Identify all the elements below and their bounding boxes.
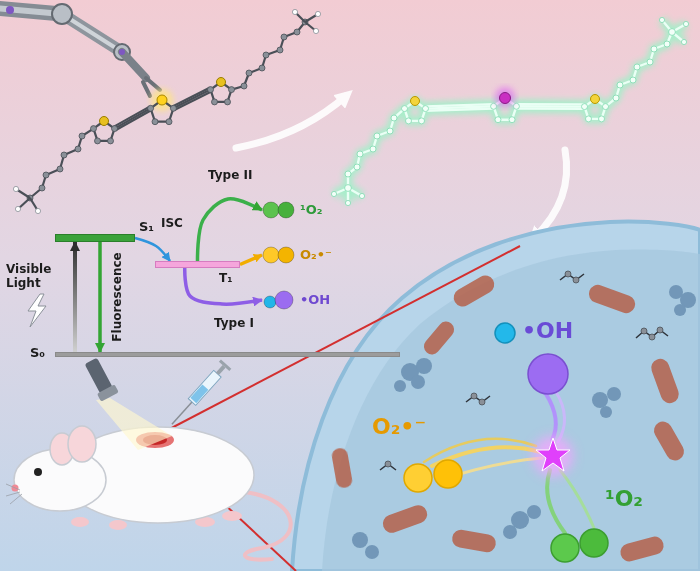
ball: [278, 202, 294, 218]
mouse: [6, 426, 291, 560]
transition-arrow: [73, 242, 77, 352]
transition-arrow: [240, 255, 262, 265]
species-node: •OH: [262, 289, 330, 311]
ball: [264, 296, 276, 308]
molecule-after: [331, 17, 688, 205]
species-label: O₂•⁻: [300, 247, 332, 263]
level-label: S₀: [30, 345, 45, 361]
light-source: [82, 356, 172, 450]
molecule-balls: [262, 289, 296, 311]
robot-arm: [0, 4, 160, 96]
projection-line: [160, 246, 520, 571]
transition-label: Type II: [208, 168, 252, 182]
ball: [263, 247, 279, 263]
species-node: ¹O₂: [262, 199, 322, 221]
connector-group: [75, 199, 262, 352]
species-label: ¹O₂: [605, 486, 643, 512]
transition-arrow: [185, 268, 262, 304]
energy-level: S₀: [55, 352, 400, 357]
species-label: ¹O₂: [300, 202, 322, 218]
level-label: S₁: [139, 219, 154, 235]
transition-arrow: [98, 242, 102, 352]
ball: [275, 291, 293, 309]
energy-level: S₁: [55, 234, 135, 242]
molecule-balls: [262, 199, 296, 221]
molecule-before: [13, 9, 320, 213]
transition-label: ISC: [161, 216, 183, 230]
light-label: Visible Light: [6, 262, 64, 291]
transition-label: Type I: [214, 316, 254, 330]
species-label: •OH: [522, 318, 573, 344]
molecule-balls: [262, 244, 296, 266]
syringe: [167, 359, 232, 429]
transition-label: Fluorescence: [110, 252, 124, 341]
transition-arrow: [135, 238, 170, 261]
ball: [263, 202, 279, 218]
energy-level: T₁: [155, 261, 240, 268]
level-label: T₁: [219, 271, 232, 285]
species-label: •OH: [300, 292, 330, 308]
ball: [278, 247, 294, 263]
species-node: O₂•⁻: [262, 244, 332, 266]
light-bolt: [28, 294, 46, 327]
transition-arrow: [197, 199, 262, 261]
tumor-cell: [292, 222, 700, 571]
species-label: O₂•⁻: [372, 414, 426, 440]
